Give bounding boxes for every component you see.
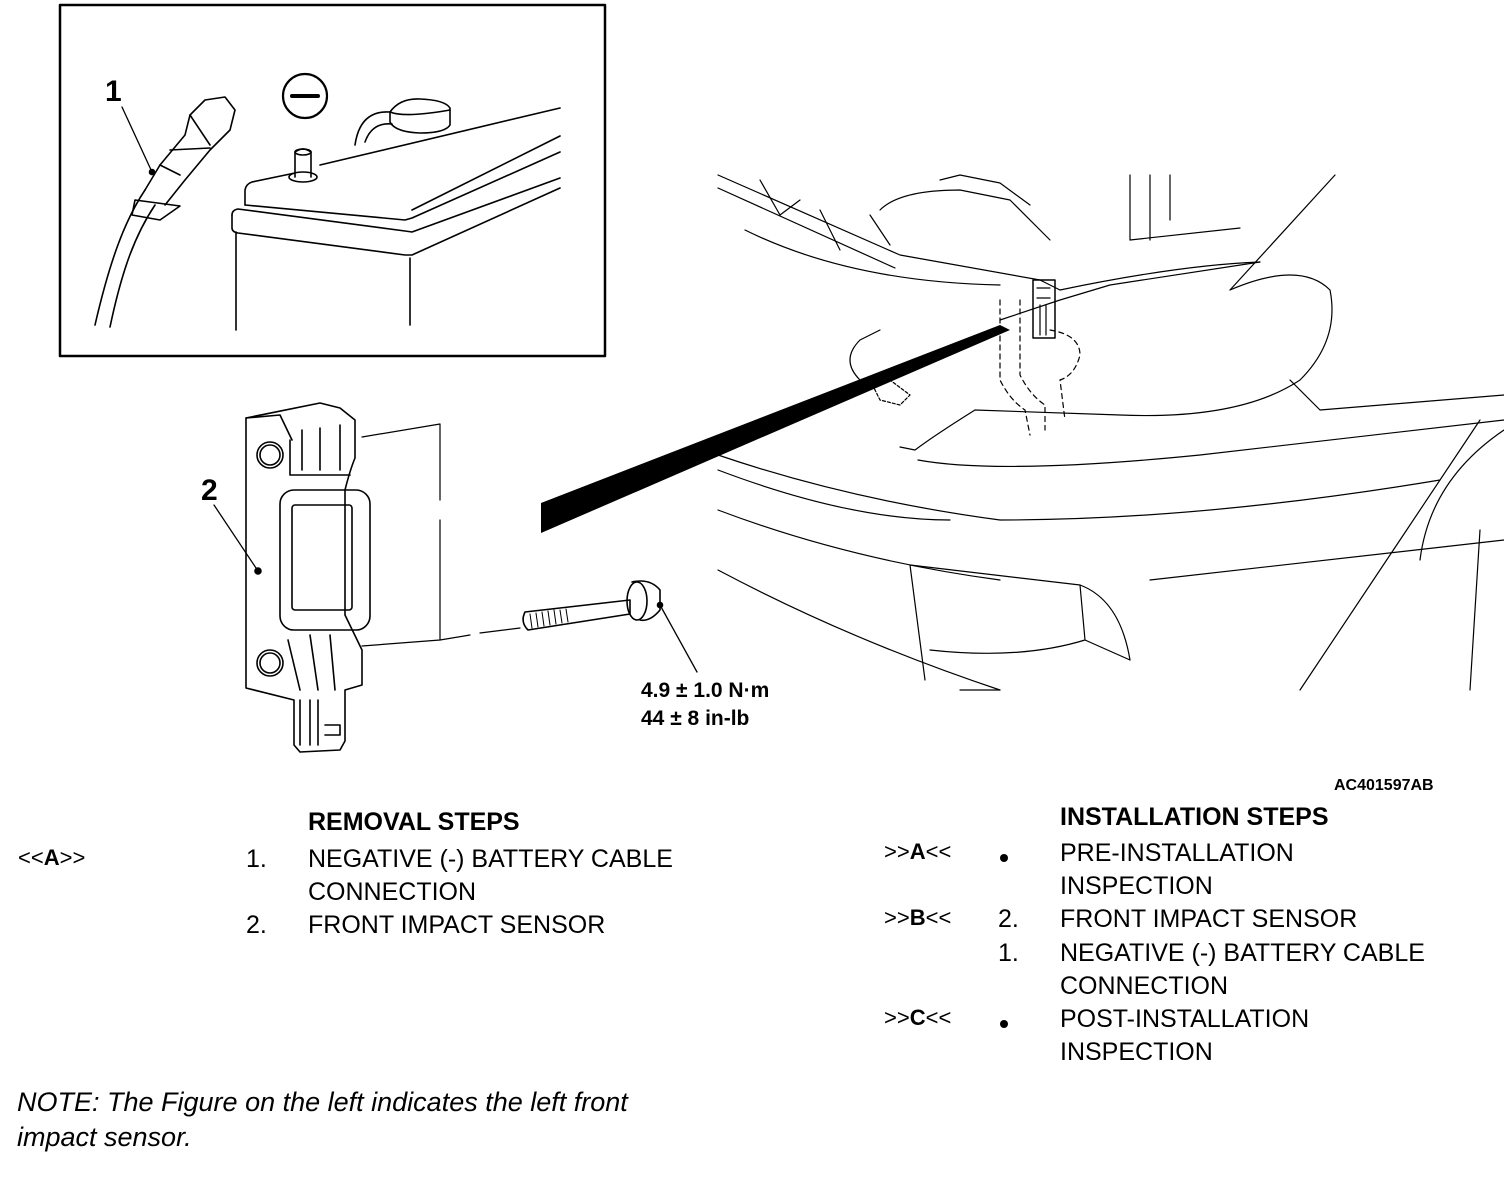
note-line-1: NOTE: The Figure on the left indicates t… (17, 1087, 628, 1117)
removal-step-code: <<A>> (18, 845, 86, 870)
battery (231, 98, 561, 331)
installation-step-number: 2. (998, 905, 1019, 933)
removal-heading: REMOVAL STEPS (308, 808, 520, 836)
callout-2: 2 (201, 474, 218, 507)
installation-step-code: >>B<< (884, 905, 952, 930)
installation-step-code: >>C<< (884, 1005, 952, 1030)
torque-leader (659, 604, 698, 673)
mounting-guide-lines (361, 423, 521, 647)
installation-step-code: >>A<< (884, 839, 952, 864)
note-line-2: impact sensor. (17, 1122, 192, 1152)
battery-inset: 1 (58, 3, 607, 358)
location-pointer (541, 325, 1010, 533)
callout-1: 1 (105, 75, 122, 108)
removal-step-number: 1. (246, 845, 267, 873)
installation-step-text: POST-INSTALLATION INSPECTION (1060, 1005, 1310, 1066)
front-impact-sensor (245, 402, 371, 753)
torque-metric: 4.9 ± 1.0 N·m (641, 679, 770, 702)
callout-1-leader (121, 106, 153, 173)
installation-step-text: NEGATIVE (-) BATTERY CABLE CONNECTION (1060, 939, 1425, 1000)
figure-id: AC401597AB (1334, 777, 1434, 794)
installation-step-text: FRONT IMPACT SENSOR (1060, 905, 1358, 933)
bullet-icon (1000, 1020, 1008, 1028)
torque-spec: 4.9 ± 1.0 N·m 44 ± 8 in-lb (641, 677, 769, 733)
vehicle-front-view (717, 174, 1504, 691)
battery-cable (94, 96, 236, 328)
sensor-bolt (522, 580, 664, 631)
torque-imperial: 44 ± 8 in-lb (641, 707, 750, 730)
installation-step-text: PRE-INSTALLATION INSPECTION (1060, 839, 1294, 900)
callout-2-leader (213, 504, 259, 572)
negative-terminal-icon (281, 72, 329, 120)
removal-step-number: 2. (246, 911, 267, 939)
note: NOTE: The Figure on the left indicates t… (17, 1085, 628, 1155)
removal-step-text: FRONT IMPACT SENSOR (308, 911, 606, 939)
installation-step-number: 1. (998, 939, 1019, 967)
installation-heading: INSTALLATION STEPS (1060, 803, 1329, 831)
illustration: 1 2 (58, 3, 1504, 753)
removal-step-text: NEGATIVE (-) BATTERY CABLE CONNECTION (308, 845, 673, 906)
inset-frame (58, 3, 607, 358)
bullet-icon (1000, 854, 1008, 862)
